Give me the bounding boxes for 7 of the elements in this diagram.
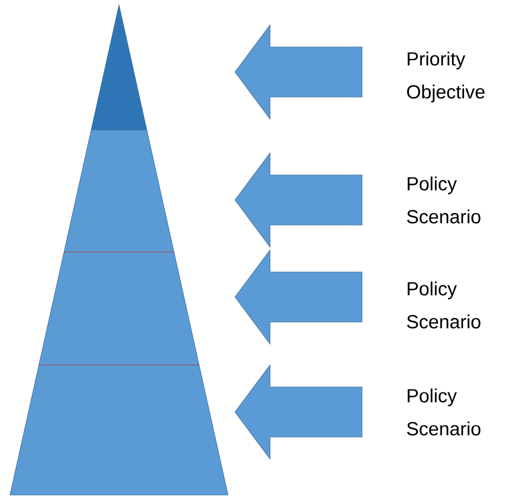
text-label: Policy Scenario (407, 388, 480, 436)
text-label: Policy Scenario (407, 282, 480, 328)
text-label: Priority Objective (407, 52, 485, 102)
pyramid-band (38, 252, 200, 366)
pyramid-band (64, 130, 174, 252)
text-label: Policy Scenario (407, 176, 480, 224)
pyramid-band (10, 364, 228, 496)
